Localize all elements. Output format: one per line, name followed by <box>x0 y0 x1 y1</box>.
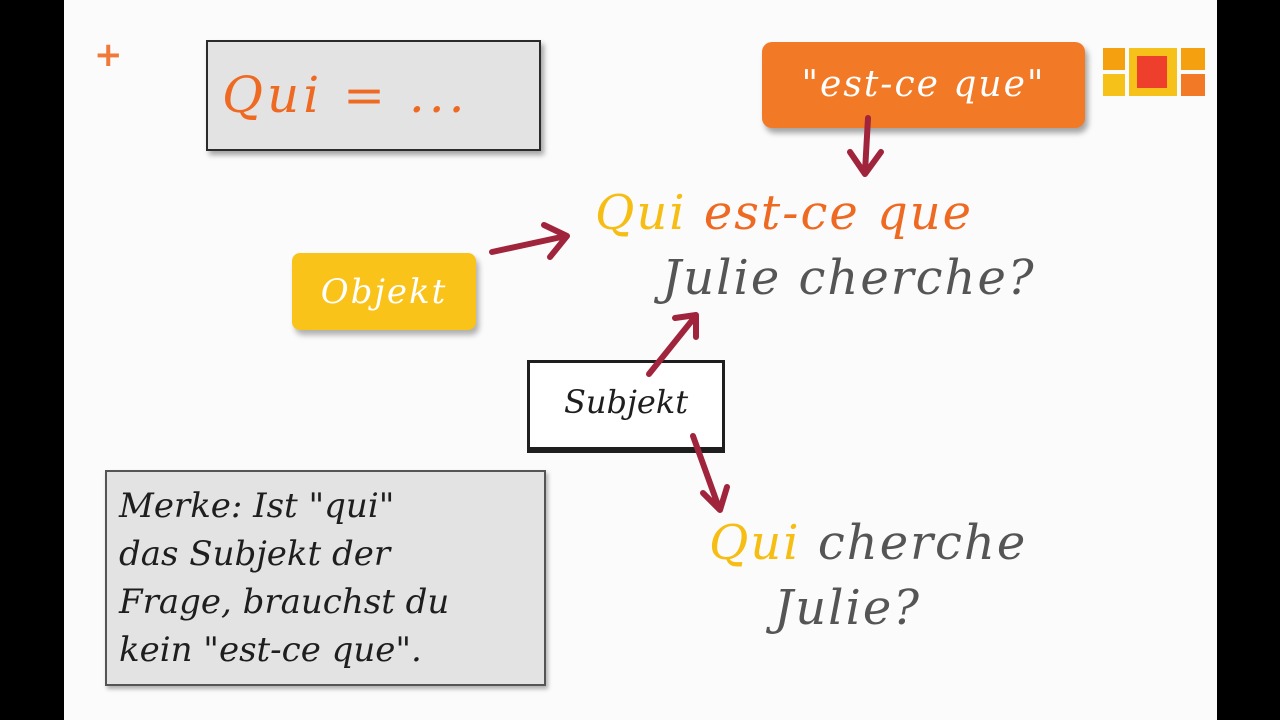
arrow-subjekt-to-julie <box>646 312 699 377</box>
question1-line2: Julie cherche? <box>662 250 1036 306</box>
plus-icon: + <box>94 35 123 75</box>
est-ce-que-tag-label: "est-ce que" <box>801 64 1046 105</box>
question1-est-ce-que: est-ce que <box>703 185 974 241</box>
question2-verb: cherche <box>817 515 1028 571</box>
merke-line: Frage, brauchst du <box>119 582 450 622</box>
merke-line: das Subjekt der <box>119 534 391 574</box>
merke-line: Merke: Ist "qui" <box>119 486 395 526</box>
merke-note-box: Merke: Ist "qui" das Subjekt der Frage, … <box>105 470 546 686</box>
orange-squares-logo-icon <box>1103 48 1205 96</box>
est-ce-que-tag: "est-ce que" <box>762 42 1085 128</box>
question1-line1: Qui est-ce que <box>595 185 973 241</box>
qui-equals-label: Qui = ... <box>222 66 469 124</box>
merke-line: kein "est-ce que". <box>119 630 422 670</box>
arrows-layer <box>489 115 884 513</box>
qui-equals-box: Qui = ... <box>206 40 541 151</box>
arrow-objekt-to-qui <box>489 222 570 260</box>
arrow-subjekt-down <box>690 433 730 513</box>
subjekt-box-label: Subjekt <box>563 383 689 421</box>
objekt-tag: Objekt <box>292 253 476 330</box>
objekt-tag-label: Objekt <box>320 272 448 312</box>
slide: + Qui = ... "est-ce que" Objekt Subjekt … <box>64 0 1217 720</box>
question1-qui: Qui <box>595 185 687 241</box>
question2-qui: Qui <box>709 515 801 571</box>
question2-line1: Qui cherche <box>709 515 1027 571</box>
arrow-est-ce-que-down <box>847 115 884 177</box>
question2-line2: Julie? <box>774 580 921 636</box>
